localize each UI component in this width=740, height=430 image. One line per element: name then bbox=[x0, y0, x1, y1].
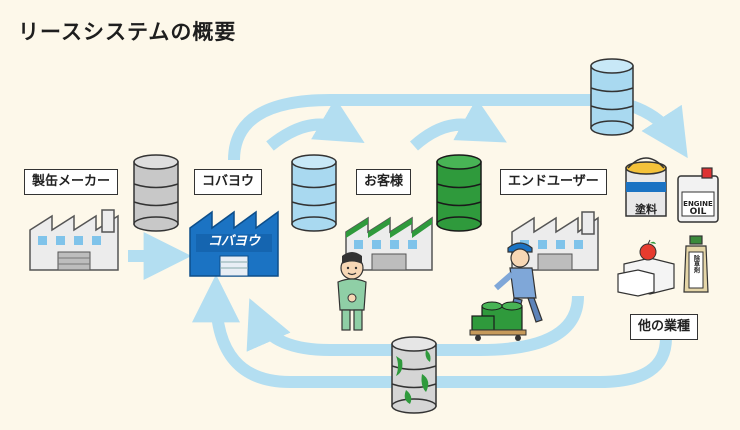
food-boxes bbox=[617, 239, 675, 297]
factory-enduser bbox=[511, 211, 599, 271]
label-other-industries: 他の業種 bbox=[630, 314, 699, 340]
engine-oil-label-2: OIL bbox=[690, 207, 707, 217]
factory-kobayou bbox=[189, 210, 279, 277]
enduser-worker bbox=[469, 242, 543, 341]
arrow-enduser-return bbox=[246, 295, 584, 356]
drum-blue-kobayou bbox=[291, 154, 337, 232]
label-end-user: エンドユーザー bbox=[500, 169, 607, 195]
arrow-other-return bbox=[192, 274, 672, 388]
diagram-title: リースシステムの概要 bbox=[18, 20, 237, 44]
engine-oil-can bbox=[677, 167, 719, 223]
kobayou-logo: コバヨウ bbox=[208, 234, 261, 249]
label-kobayou: コバヨウ bbox=[194, 169, 263, 195]
herbicide-label: 除草剤 bbox=[693, 254, 701, 274]
paint-can-label: 塗料 bbox=[635, 202, 657, 216]
label-manufacturer: 製缶メーカー bbox=[24, 169, 119, 195]
factory-manufacturer bbox=[29, 209, 119, 271]
engine-oil-label-1: ENGINE bbox=[683, 200, 713, 208]
customer-person bbox=[337, 252, 367, 331]
drum-gray bbox=[133, 154, 179, 232]
drum-green-customer bbox=[436, 154, 482, 232]
factory-customer bbox=[345, 216, 433, 271]
arrow-customer-to-enduser bbox=[410, 98, 507, 151]
drum-blue-top bbox=[590, 58, 634, 136]
label-customer: お客様 bbox=[356, 169, 412, 195]
drum-used-return bbox=[391, 336, 437, 414]
paint-can bbox=[625, 157, 667, 217]
herbicide-bottle bbox=[683, 235, 709, 293]
arrow-kobayou-to-other-industries bbox=[228, 94, 688, 161]
flow-arrows bbox=[128, 94, 688, 388]
arrow-kobayou-to-customer bbox=[266, 97, 365, 151]
